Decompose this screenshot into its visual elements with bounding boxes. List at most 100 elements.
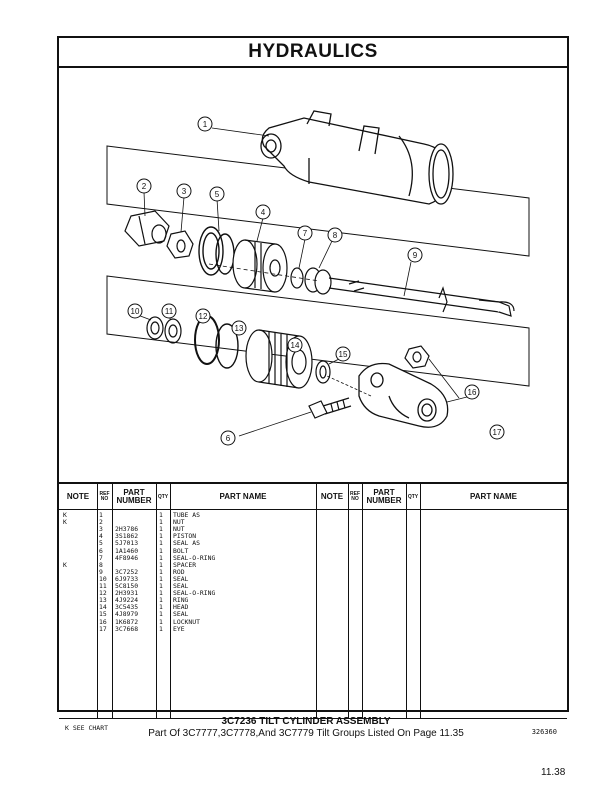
cell-ref: 10	[99, 574, 107, 583]
cell-part: 6J9733	[115, 574, 139, 583]
cell-ref: 7	[99, 553, 103, 562]
exploded-view-diagram: 1 2 3 5 4 7 8 9 10 11 12 13 14 15 16 17 …	[106, 110, 530, 446]
head-part	[245, 329, 313, 389]
cell-part: 5C8150	[115, 582, 139, 590]
seal-part-15	[315, 360, 331, 384]
cell-part: 4J8979	[115, 610, 139, 619]
footnote: K SEE CHART	[65, 724, 109, 732]
lower-assembly-band	[106, 275, 530, 387]
cell-name: SEAL	[173, 574, 189, 583]
header-part-name: PART NAME	[170, 484, 316, 510]
cell-part: 4J9224	[115, 596, 139, 605]
callout-5: 5	[215, 190, 220, 199]
cell-qty: 1	[159, 617, 163, 626]
cell-ref: 17	[99, 624, 107, 633]
callout-8: 8	[333, 231, 338, 240]
cell-qty: 1	[159, 574, 163, 583]
callout-4: 4	[261, 208, 266, 217]
page-title: HYDRAULICS	[59, 38, 567, 68]
header-qty-right: QTY	[406, 484, 420, 510]
cell-qty: 1	[159, 560, 163, 569]
column-divider	[348, 484, 349, 718]
tube-assembly-part	[260, 110, 454, 205]
cell-ref: 13	[99, 596, 107, 605]
seal-part-11	[164, 318, 182, 344]
column-divider	[316, 484, 317, 718]
cell-part: 3C7252	[115, 567, 139, 576]
column-divider	[420, 484, 421, 718]
cell-qty: 1	[159, 532, 163, 541]
table-bottom-rule	[59, 718, 567, 719]
cell-ref: 5	[99, 539, 103, 548]
cell-qty: 1	[159, 603, 163, 612]
cell-part: 2H3786	[115, 525, 139, 534]
cell-name: LOCKNUT	[173, 617, 200, 626]
cell-name: PISTON	[173, 532, 197, 541]
header-qty: QTY	[156, 484, 170, 510]
callout-15: 15	[339, 350, 348, 359]
callout-16: 16	[468, 388, 477, 397]
header-ref-no-right: REF NO	[348, 484, 362, 510]
seal-part-10	[146, 316, 164, 340]
callout-12: 12	[199, 312, 208, 321]
seal-o-ring-part-12	[194, 315, 220, 365]
header-note-right: NOTE	[316, 484, 348, 510]
bolt-part	[308, 397, 352, 419]
cell-qty: 1	[159, 582, 163, 590]
cell-name: NUT	[173, 518, 185, 527]
column-divider	[406, 484, 407, 718]
cell-ref: 14	[99, 603, 107, 612]
cell-ref: 8	[99, 560, 103, 569]
page-number: 11.38	[541, 767, 566, 778]
cell-name: BOLT	[173, 546, 189, 555]
cell-name: SEAL-O-RING	[173, 589, 216, 598]
cell-part: 1A1460	[115, 546, 139, 555]
header-part-name-right: PART NAME	[420, 484, 567, 510]
cell-ref: 4	[99, 532, 103, 541]
spacer-part	[304, 267, 332, 295]
cell-note: K	[63, 518, 67, 527]
header-ref-no: REF NO	[97, 484, 112, 510]
cell-ref: 16	[99, 617, 107, 626]
assembly-subtitle: Part Of 3C7777,3C7778,And 3C7779 Tilt Gr…	[148, 728, 464, 739]
rod-part	[328, 277, 515, 317]
cell-qty: 1	[159, 589, 163, 598]
seal-assembly-part	[198, 226, 235, 276]
cell-qty: 1	[159, 596, 163, 605]
cell-ref: 2	[99, 518, 103, 527]
cell-note: K	[63, 560, 67, 569]
cell-qty: 1	[159, 567, 163, 576]
cell-name: TUBE AS	[173, 511, 200, 519]
column-divider	[112, 484, 113, 718]
cell-name: NUT	[173, 525, 185, 534]
cell-part: 3S1862	[115, 532, 139, 541]
cell-name: SEAL	[173, 582, 189, 590]
callout-10: 10	[131, 307, 140, 316]
cell-ref: 15	[99, 610, 107, 619]
cell-note: K	[63, 511, 67, 519]
cell-qty: 1	[159, 553, 163, 562]
cell-name: EYE	[173, 624, 185, 633]
column-divider	[362, 484, 363, 718]
callout-11: 11	[165, 307, 174, 316]
cell-name: HEAD	[173, 603, 189, 612]
cell-name: SEAL-O-RING	[173, 553, 216, 562]
callout-6: 6	[226, 434, 231, 443]
cell-qty: 1	[159, 511, 163, 519]
page-frame: HYDRAULICS	[57, 36, 569, 736]
cell-part: 2H3931	[115, 589, 139, 598]
cell-ref: 1	[99, 511, 103, 519]
cell-qty: 1	[159, 539, 163, 548]
cell-name: SEAL AS	[173, 539, 200, 548]
locknut-part	[404, 345, 430, 369]
callout-1: 1	[203, 120, 208, 129]
piston-part	[232, 239, 288, 293]
cell-ref: 3	[99, 525, 103, 534]
header-part-number: PART NUMBER	[112, 484, 156, 510]
column-divider	[170, 484, 171, 718]
column-divider	[97, 484, 98, 718]
nut-part-3	[166, 230, 194, 259]
callout-3: 3	[182, 187, 187, 196]
seal-o-ring-part-7	[290, 267, 304, 289]
cell-name: ROD	[173, 567, 185, 576]
